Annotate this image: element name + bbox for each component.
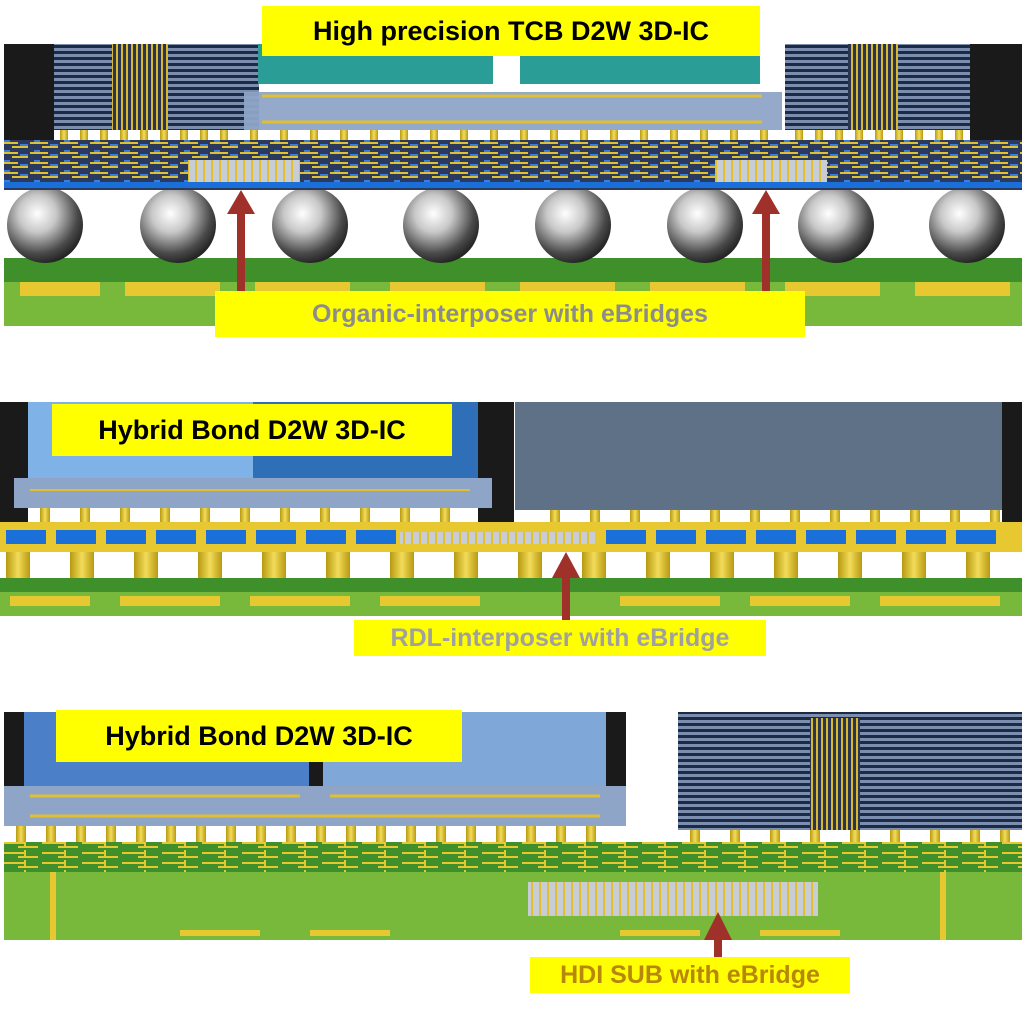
panel-2-title: Hybrid Bond D2W 3D-IC: [52, 404, 452, 456]
arrow-icon: [704, 912, 732, 960]
panel-1-title: High precision TCB D2W 3D-IC: [262, 6, 760, 56]
panel-3-callout: HDI SUB with eBridge: [530, 957, 850, 993]
panel-2-callout: RDL-interposer with eBridge: [354, 620, 766, 656]
arrow-icon: [552, 552, 580, 630]
panel-3-title: Hybrid Bond D2W 3D-IC: [56, 710, 462, 762]
panel-1-tcb-cross-section: [4, 44, 1022, 326]
arrow-icon: [227, 190, 780, 298]
panel-1-callout: Organic-interposer with eBridges: [215, 291, 805, 337]
